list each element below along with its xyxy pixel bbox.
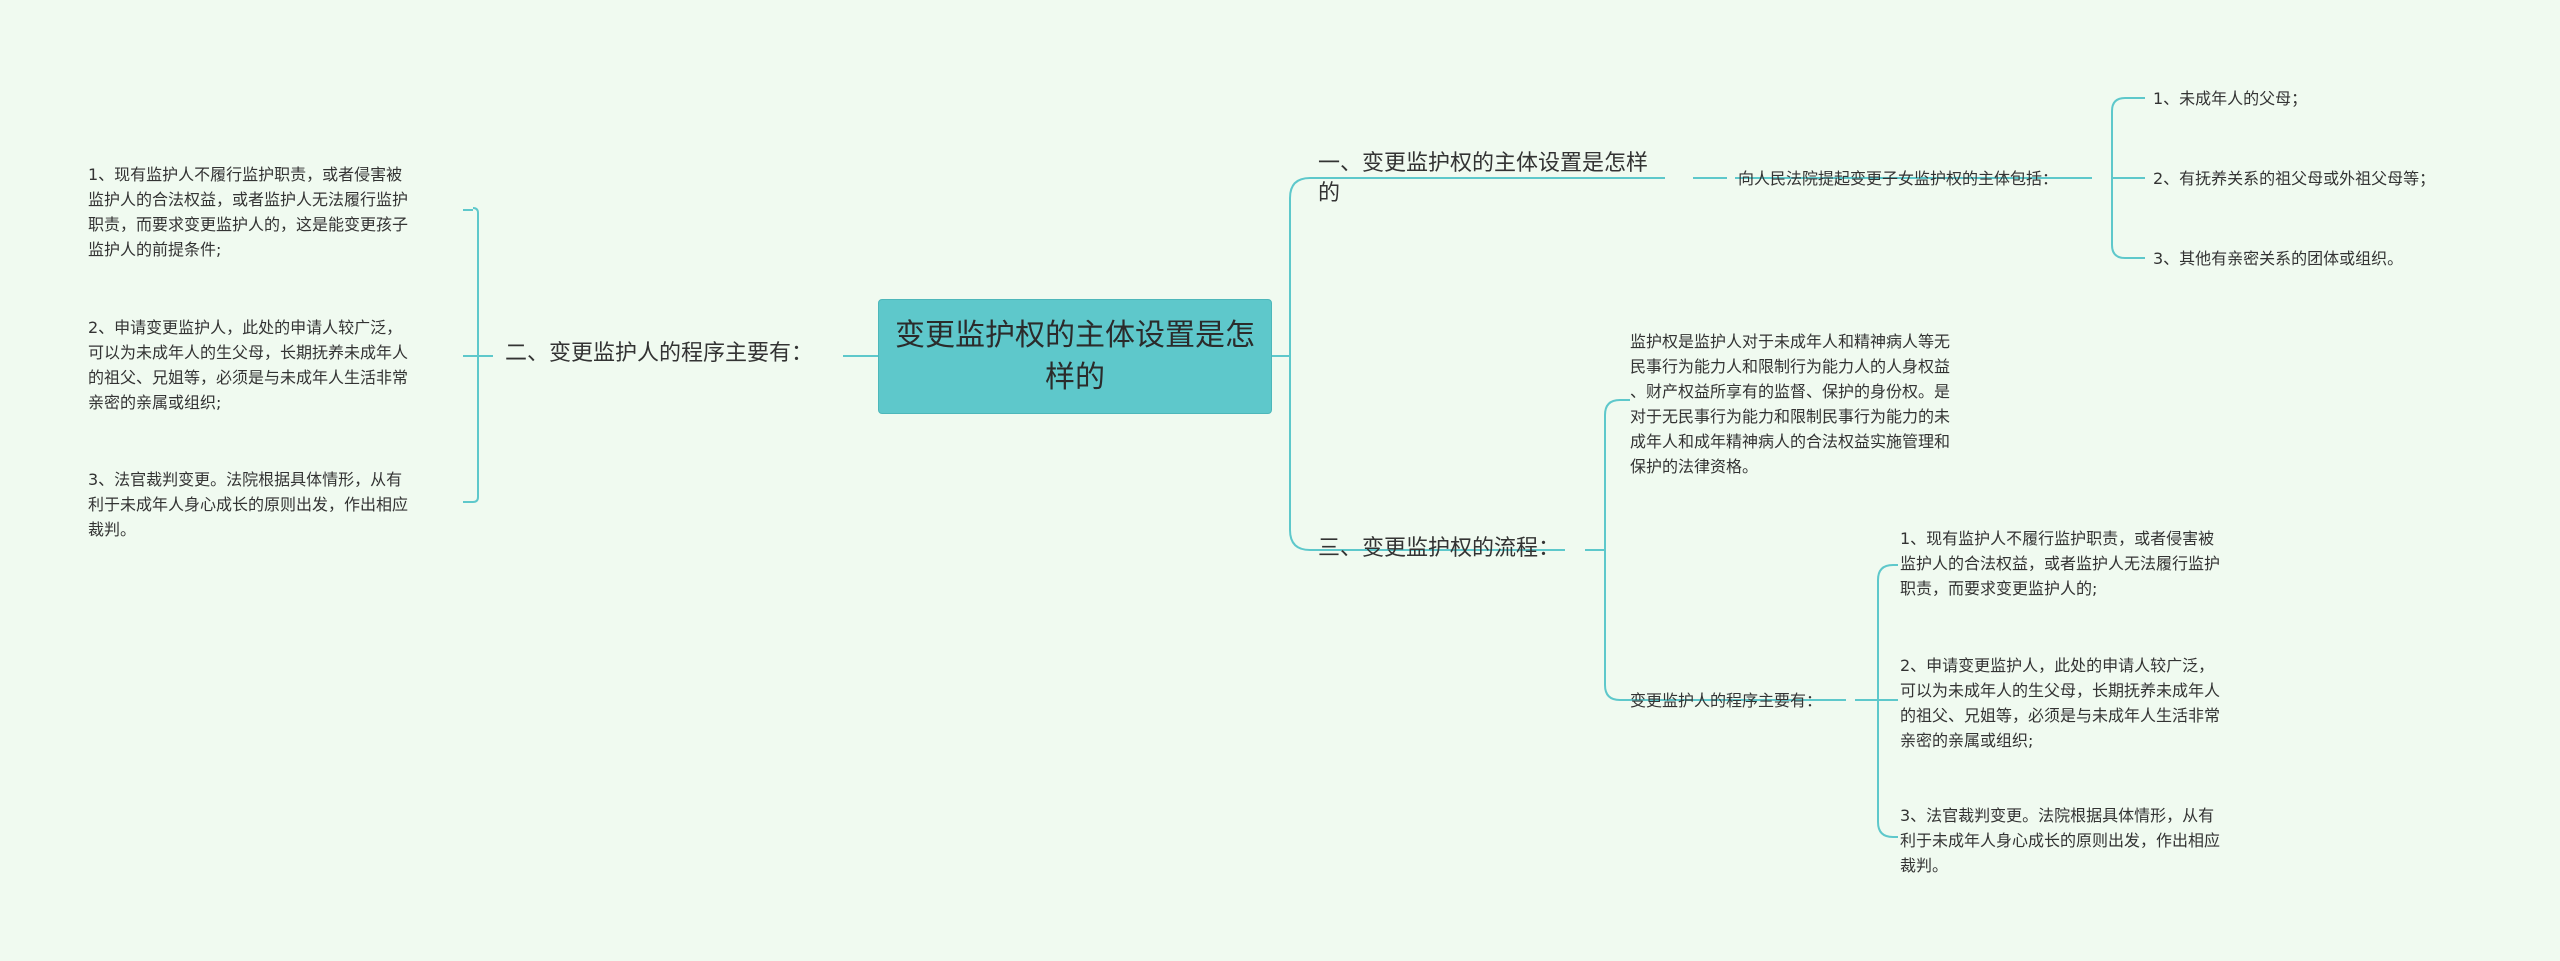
right1-item-1[interactable]: 1、未成年人的父母；: [2153, 89, 2308, 108]
right1-branch-label[interactable]: 一、变更监护权的主体设置是怎样 的: [1318, 151, 1649, 206]
link-right3-bracket: [1604, 399, 1621, 701]
link-proc-bracket: [1877, 564, 1894, 838]
right1-item-2[interactable]: 2、有抚养关系的祖父母或外祖父母等；: [2153, 169, 2436, 188]
right3-proc-item-3[interactable]: 3、法官裁判变更。法院根据具体情形，从有 利于未成年人身心成长的原则出发，作出相…: [1900, 806, 2221, 875]
right1-mid-label[interactable]: 向人民法院提起变更子女监护权的主体包括：: [1738, 169, 2059, 188]
root-node[interactable]: 变更监护权的主体设置是怎样的: [878, 299, 1272, 414]
left-item-1[interactable]: 1、现有监护人不履行监护职责，或者侵害被 监护人的合法权益，或者监护人无法履行监…: [88, 165, 409, 259]
root-label: 变更监护权的主体设置是怎样的: [895, 317, 1255, 395]
right3-proc-item-1[interactable]: 1、现有监护人不履行监护职责，或者侵害被 监护人的合法权益，或者监护人无法履行监…: [1900, 529, 2221, 598]
right1-item-3[interactable]: 3、其他有亲密关系的团体或组织。: [2153, 249, 2404, 268]
right3-branch-label[interactable]: 三、变更监护权的流程：: [1318, 536, 1561, 561]
left-branch-label[interactable]: 二、变更监护人的程序主要有：: [505, 341, 814, 366]
left-item-3[interactable]: 3、法官裁判变更。法院根据具体情形，从有 利于未成年人身心成长的原则出发，作出相…: [88, 470, 409, 539]
left-item-2[interactable]: 2、申请变更监护人，此处的申请人较广泛， 可以为未成年人的生父母，长期抚养未成年…: [88, 318, 409, 412]
link-right-bracket: [1289, 177, 1311, 551]
right3-definition[interactable]: 监护权是监护人对于未成年人和精神病人等无 民事行为能力人和限制行为能力人的人身权…: [1630, 332, 1951, 476]
right3-procedure-label[interactable]: 变更监护人的程序主要有：: [1630, 691, 1823, 710]
right3-proc-item-2[interactable]: 2、申请变更监护人，此处的申请人较广泛， 可以为未成年人的生父母，长期抚养未成年…: [1900, 656, 2221, 750]
link-right1-bracket: [2111, 97, 2126, 259]
